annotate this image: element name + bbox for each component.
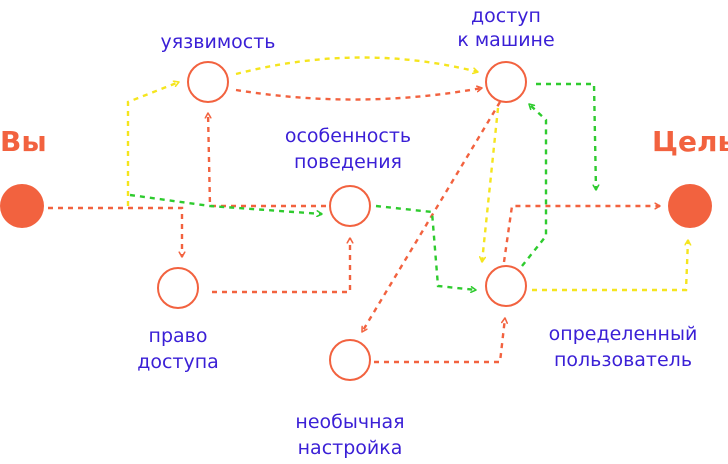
you-label: Вы [0, 125, 47, 158]
edge-you-to-behavior [129, 193, 322, 214]
edge-machine-access-to-unusual-setting [360, 101, 502, 332]
edge-access-right-to-behavior [212, 238, 350, 294]
access-right-label-line1: право [148, 325, 208, 347]
behavior-label-line1: особенность [284, 125, 412, 147]
vulnerability-label: уязвимость [160, 31, 276, 53]
unusual-setting-label-line2: настройка [297, 437, 403, 459]
edge-unusual-setting-to-specific-user [374, 318, 505, 364]
edge-vulnerability-to-machine-access [235, 88, 482, 101]
access-right-label-line2: доступа [137, 351, 219, 373]
node-behavior [329, 185, 371, 227]
specific-user-label-line1: определенный [548, 323, 698, 345]
edge-specific-user-to-goal [502, 206, 660, 263]
node-access-right [157, 267, 199, 309]
specific-user-label-line2: пользователь [553, 349, 693, 371]
behavior-label-line2: поведения [294, 151, 402, 173]
node-machine-access [485, 61, 527, 103]
edge-you-to-access-right [48, 206, 182, 257]
node-vulnerability [187, 61, 229, 103]
edge-you-to-vulnerability [126, 82, 179, 206]
node-goal [668, 184, 712, 228]
node-you [0, 184, 44, 228]
node-specific-user [485, 265, 527, 307]
edge-behavior-to-specific-user [375, 204, 476, 290]
machine-access-label-line2: к машине [457, 29, 555, 51]
edge-vulnerability-to-machine-access-top [235, 56, 478, 76]
edge-machine-access-to-specific-user [482, 107, 500, 262]
goal-label: Цель [652, 125, 728, 158]
node-unusual-setting [329, 339, 371, 381]
edge-specific-user-to-goal-bottom [532, 240, 688, 292]
edge-specific-user-to-machine-access [521, 103, 548, 267]
machine-access-label-line1: доступ [471, 5, 541, 27]
unusual-setting-label-line1: необычная [295, 411, 405, 433]
